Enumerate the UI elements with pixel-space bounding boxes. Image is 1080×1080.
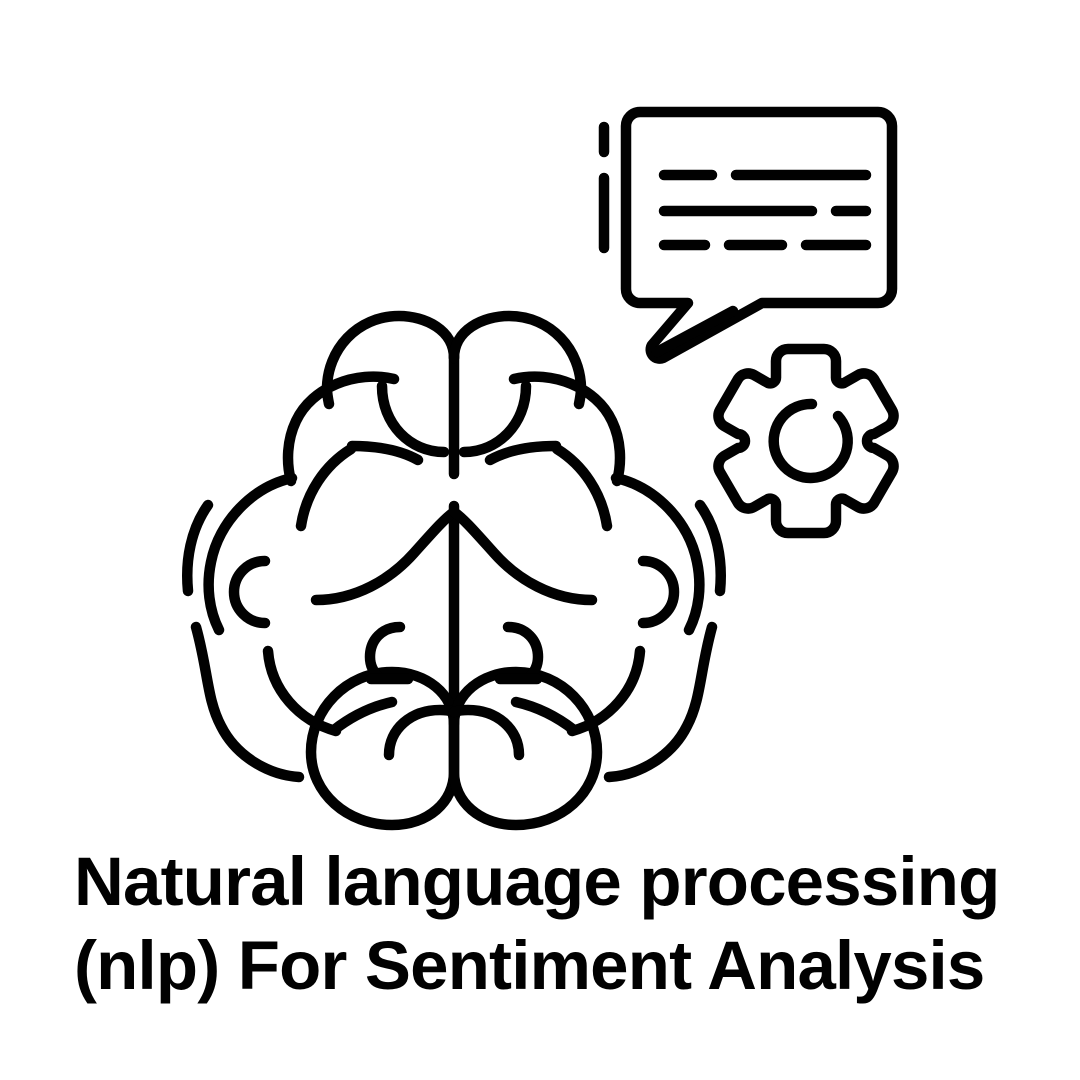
brain-left-gyrus-shoulder [346,440,424,466]
brain-right-gyrus-top-u [458,380,532,458]
caption-line-1: Natural language processing [74,843,1000,920]
brain-right-gyrus-diagonal [551,443,613,532]
brain-left-outline [321,310,460,410]
brain-right-gyrus-bottom-u [448,704,525,761]
brain-left-upper-lobe [282,371,400,487]
brain-left-gyrus-top-u [376,380,450,458]
brain-right-bottom-lobe [448,666,603,831]
brain-left-gyrus-bottom-u [383,704,460,761]
brain-left-gyrus-diagonal [295,443,357,532]
brain-left-gyrus-c-arc [228,555,271,629]
speech-bubble-icon [598,106,898,364]
gear-outline [713,343,899,539]
gear-inner-circle [768,398,853,484]
brain-left-gyrus-hook [364,621,406,684]
brain-right-mid-lobe [610,472,705,636]
brain-right-lower-edge [603,621,718,783]
brain-left-far-edge [182,499,214,597]
brain-left-gyrus-lower-diag [328,696,398,736]
brain-right-far-edge [694,499,726,597]
brain-left-lower-edge [190,621,305,783]
gear-icon [713,343,899,539]
speech-bubble-tail-stroke [651,305,739,358]
caption: Natural language processing (nlp) For Se… [74,840,1014,1008]
caption-line-2: (nlp) For Sentiment Analysis [74,927,985,1004]
brain-right-upper-lobe [508,371,626,487]
brain-icon [182,310,726,831]
brain-right-gyrus-wave [448,506,598,606]
brain-right-gyrus-hook [502,621,544,684]
speech-bubble-outline [620,106,898,364]
brain-left-bottom-lobe [305,666,460,831]
brain-right-gyrus-shoulder [484,440,562,466]
brain-left-gyrus-lower-sweep [262,645,342,737]
brain-right-outline [448,310,587,410]
brain-right-gyrus-c-arc [637,555,680,629]
brain-right-gyrus-lower-sweep [566,645,646,737]
brain-left-mid-lobe [203,472,298,636]
brain-left-gyrus-wave [310,506,460,606]
brain-right-gyrus-lower-diag [510,696,580,736]
